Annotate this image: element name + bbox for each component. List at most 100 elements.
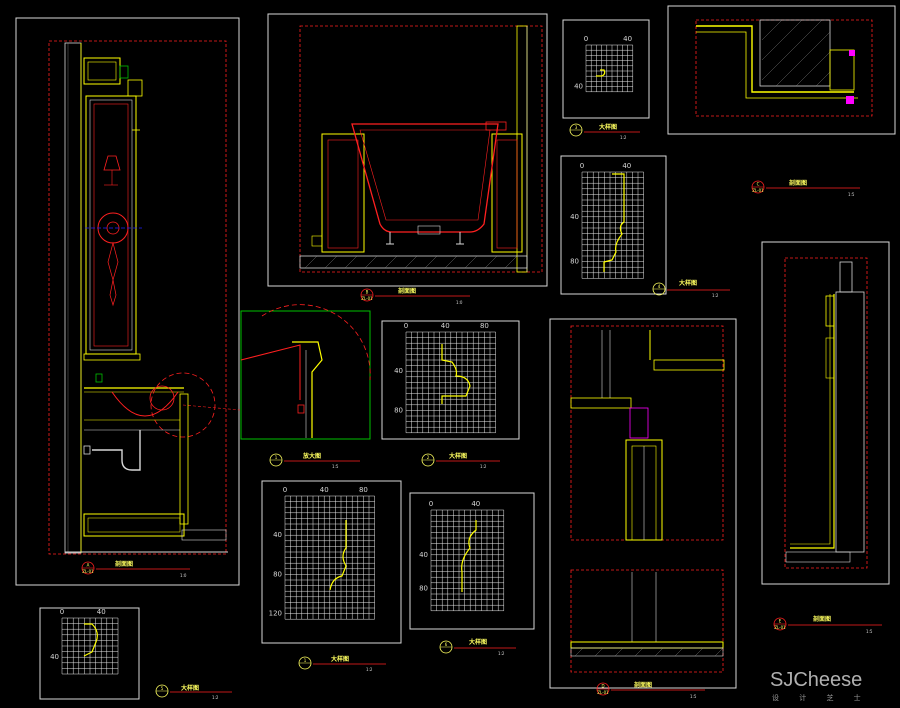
grid-top-label: 40 bbox=[441, 322, 450, 330]
grid-left-label: 120 bbox=[269, 610, 282, 618]
detail-6-num: 6 bbox=[445, 642, 448, 647]
grid-left-label: 40 bbox=[50, 653, 59, 661]
profile-curve bbox=[83, 623, 98, 657]
view-d-title: 剖面图 bbox=[634, 681, 652, 689]
grid-top-label: 0 bbox=[60, 608, 64, 616]
view-a-scale: 1:0 bbox=[180, 573, 187, 578]
detail-3-num: 3 bbox=[575, 125, 578, 130]
frame-detail-4 bbox=[560, 155, 667, 295]
label-detail-6: 6 大样图 1:2 bbox=[439, 638, 516, 656]
frame-detail-3 bbox=[562, 19, 650, 119]
detail-7-scale: 1:2 bbox=[366, 667, 373, 672]
detail-6-scale: 1:2 bbox=[498, 651, 505, 656]
label-view-a: A ZL-01 剖面图 1:0 bbox=[81, 560, 190, 578]
grid-left-label: 40 bbox=[574, 83, 583, 91]
view-b-letter: B bbox=[366, 290, 369, 295]
grid-top-label: 0 bbox=[283, 486, 287, 494]
label-view-d: D ZL-01 剖面图 1:5 bbox=[596, 681, 705, 699]
grid-left-label: 80 bbox=[570, 258, 579, 266]
detail-5-title: 大样图 bbox=[181, 684, 199, 692]
grid-top-label: 40 bbox=[320, 486, 329, 494]
view-c-letter: C bbox=[757, 182, 760, 187]
view-e-ref: ZL-01 bbox=[774, 625, 786, 630]
label-detail-5: 5 大样图 1:2 bbox=[155, 684, 232, 700]
grid-top-label: 80 bbox=[480, 322, 489, 330]
profile-curve bbox=[461, 520, 477, 592]
frame-view-a bbox=[15, 17, 240, 586]
detail-2-title: 大样图 bbox=[449, 452, 467, 460]
profile-curve bbox=[441, 344, 471, 404]
profile-curve bbox=[603, 173, 625, 272]
detail-4-title: 大样图 bbox=[679, 279, 697, 287]
label-detail-4: 4 大样图 1:2 bbox=[652, 279, 730, 298]
view-a-title: 剖面图 bbox=[115, 560, 133, 568]
view-b-ref: ZL-01 bbox=[361, 296, 373, 301]
detail-5-num: 5 bbox=[161, 686, 164, 691]
frame-view-d bbox=[549, 318, 737, 689]
label-view-b: B ZL-01 剖面图 1:0 bbox=[360, 287, 470, 305]
view-d-scale: 1:5 bbox=[690, 694, 697, 699]
grid-left-label: 80 bbox=[419, 584, 428, 592]
frame-detail-7 bbox=[261, 480, 402, 644]
detail-7-num: 1 bbox=[304, 658, 307, 663]
frame-view-e bbox=[761, 241, 890, 585]
view-d-letter: D bbox=[601, 684, 604, 689]
labels: A ZL-01 剖面图 1:0 B ZL-01 剖面图 1:0 C ZL-01 … bbox=[81, 123, 882, 700]
watermark-brand: SJCheese bbox=[770, 669, 862, 691]
view-e-letter: E bbox=[779, 619, 782, 624]
frame-detail-6 bbox=[409, 492, 535, 630]
label-detail-2: 2 大样图 1:2 bbox=[421, 452, 500, 469]
detail-3-title: 大样图 bbox=[599, 123, 617, 131]
label-detail-7: 1 大样图 1:2 bbox=[298, 655, 386, 672]
view-e-title: 剖面图 bbox=[813, 615, 831, 623]
detail-3-scale: 1:2 bbox=[620, 135, 627, 140]
frame-detail-5 bbox=[39, 607, 140, 700]
view-a-ref: ZL-01 bbox=[82, 569, 94, 574]
view-c-ref: ZL-01 bbox=[752, 188, 764, 193]
grid-left-label: 80 bbox=[394, 406, 403, 414]
detail-7-title: 大样图 bbox=[331, 655, 349, 663]
view-e-scale: 1:5 bbox=[866, 629, 873, 634]
view-b-section bbox=[299, 25, 543, 273]
grid-top-label: 40 bbox=[471, 500, 480, 508]
detail-5-scale: 1:2 bbox=[212, 695, 219, 700]
label-detail-3: 3 大样图 1:2 bbox=[569, 123, 640, 140]
watermark-sub: 设 计 芝 士 bbox=[772, 693, 870, 702]
grid-d6: 0 40 40 80 bbox=[419, 500, 505, 612]
view-d-ref: ZL-01 bbox=[597, 690, 609, 695]
detail-4-num: 4 bbox=[658, 284, 661, 289]
sheet-frames bbox=[15, 5, 896, 700]
view-c-scale: 1:5 bbox=[848, 192, 855, 197]
grid-top-label: 0 bbox=[580, 162, 584, 170]
watermark: SJCheese 设 计 芝 士 bbox=[770, 669, 870, 702]
frame-detail-2 bbox=[381, 320, 520, 440]
grid-top-label: 40 bbox=[622, 162, 631, 170]
label-view-c: C ZL-01 剖面图 1:5 bbox=[751, 179, 860, 197]
detail-4-scale: 1:2 bbox=[712, 293, 719, 298]
detail-2-num: 2 bbox=[427, 455, 430, 460]
detail-6-title: 大样图 bbox=[469, 638, 487, 646]
grid-top-label: 80 bbox=[359, 486, 368, 494]
frame-view-b bbox=[267, 13, 548, 287]
label-view-e: E ZL-01 剖面图 1:5 bbox=[773, 615, 882, 634]
view-c-title: 剖面图 bbox=[789, 179, 807, 187]
profile-curve bbox=[596, 69, 606, 77]
detail-1-scale: 1:5 bbox=[332, 464, 339, 469]
grid-left-label: 80 bbox=[273, 570, 282, 578]
grid-top-label: 0 bbox=[429, 500, 433, 508]
detail-1-title: 放大图 bbox=[302, 452, 321, 460]
detail-1-magnifier bbox=[240, 304, 371, 440]
grid-left-label: 40 bbox=[394, 367, 403, 375]
view-c-section bbox=[695, 19, 873, 117]
frame-view-c bbox=[667, 5, 896, 135]
view-e-section bbox=[784, 257, 868, 569]
grid-left-label: 40 bbox=[419, 551, 428, 559]
view-a-section bbox=[48, 40, 241, 555]
profile-curve bbox=[329, 520, 347, 591]
